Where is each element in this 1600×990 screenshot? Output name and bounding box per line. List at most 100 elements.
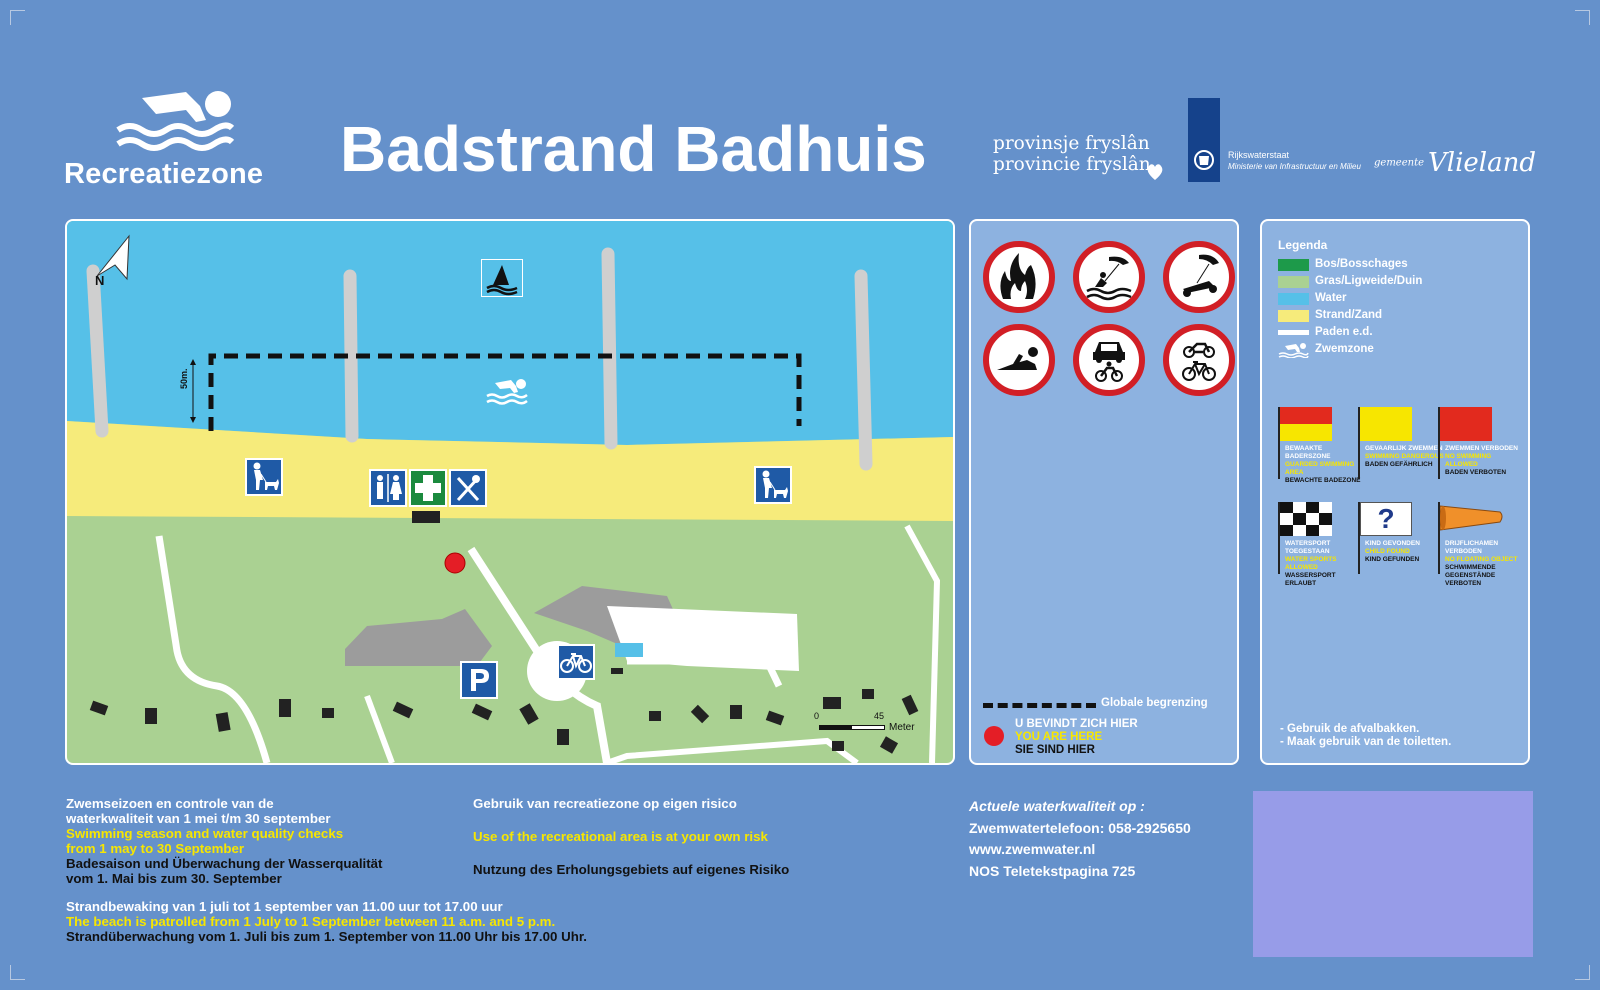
you-are-here-icon [984,726,1004,746]
flag-no-swimming-text: ZWEMMEN VERBODEN NO SWIMMING ALLOWED BAD… [1445,445,1518,476]
no-kite-buggy-sign [1163,241,1235,313]
rws-ministry: Ministerie van Infrastructuur en Milieu [1228,162,1361,171]
water-quality-info: Actuele waterkwaliteit op : Zwemwatertel… [969,796,1191,882]
dog-walking-icon [245,458,283,496]
rijkswaterstaat-text: Rijkswaterstaat Ministerie van Infrastru… [1228,150,1361,172]
gemeente-prefix: gemeente [1374,157,1425,169]
zwemzone-icon [1278,343,1309,358]
risk-en: Use of the recreational area is at your … [473,829,768,844]
road [155,535,271,763]
crop-mark [1575,10,1590,25]
no-cycling-mopeds-sign [1163,324,1235,396]
kite-buggy-icon [1183,254,1219,297]
zone-label: Recreatiezone [64,158,264,190]
dog-walking-icon [754,466,792,504]
windsock-icon [1440,505,1503,531]
quality-website-link[interactable]: www.zwemwater.nl [969,841,1096,857]
patrol-info: Strandbewaking van 1 juli tot 1 septembe… [66,899,587,944]
kitesurf-icon [1086,256,1132,301]
windsurf-icon [481,259,523,297]
heart-icon [1147,164,1163,180]
legend-label: Gras/Ligweide/Duin [1315,275,1423,287]
legend-title: Legenda [1278,238,1328,252]
legend-label: Paden e.d. [1315,326,1373,338]
legend-panel: Legenda Bos/Bosschages Gras/Ligweide/Dui… [1260,219,1530,765]
boundary-line-legend [983,703,1096,708]
legend-swatch [1278,293,1309,305]
map-drawing [67,221,953,763]
note-waste-bins: - Gebruik de afvalbakken. [1280,723,1420,735]
moped-bicycle-icon [1182,342,1216,381]
prohibition-signs-panel: Globale begrenzing U BEVINDT ZICH HIER Y… [969,219,1239,765]
building-white [607,606,799,671]
sand-area [67,421,953,521]
season-de-2: vom 1. Mai bis zum 30. September [66,871,282,886]
legend-swatch [1278,259,1309,271]
parking-icon [460,661,498,699]
flag-no-floating-text: DRIJFLICHAMEN VERBODEN NO FLOATING OBJEC… [1445,540,1518,587]
quality-phone: Zwemwatertelefoon: 058-2925650 [969,819,1191,836]
red-yellow-flag-icon [1280,407,1332,441]
you-are-here-marker [444,552,466,574]
rws-name: Rijkswaterstaat [1228,150,1290,160]
province-line-2: provincie fryslân [993,154,1151,175]
season-nl-1: Zwemseizoen en controle van de [66,796,274,811]
scale-start: 0 [814,711,820,721]
legend-label: Water [1315,292,1347,304]
groyne [343,269,359,443]
crop-mark [10,965,25,980]
groyne [601,247,618,450]
car-motorcycle-icon [1093,342,1125,382]
risk-info: Gebruik van recreatiezone op eigen risic… [473,796,789,877]
legend-swatch [1278,276,1309,288]
no-fire-sign [983,241,1055,313]
restaurant-icon [449,469,487,507]
rijkswaterstaat-logo [1188,98,1220,182]
legend-label: Zwemzone [1315,343,1374,355]
boundary-label: Globale begrenzing [1101,697,1208,709]
patrol-de: Strandüberwachung vom 1. Juli bis zum 1.… [66,929,587,944]
gemeente-name: Vlieland [1428,148,1537,178]
patrol-nl: Strandbewaking van 1 juli tot 1 septembe… [66,899,503,914]
pool [615,643,643,657]
flag-child-found-text: KIND GEVONDEN CHILD FOUND KIND GEFUNDEN [1365,540,1420,563]
first-aid-icon [409,469,447,507]
season-nl-2: waterkwaliteit van 1 mei t/m 30 septembe… [66,811,331,826]
quality-teletext: NOS Teletekstpagina 725 [969,862,1136,879]
legend-label: Bos/Bosschages [1315,258,1408,270]
crop-mark [1575,965,1590,980]
season-info: Zwemseizoen en controle van de waterkwal… [66,796,382,886]
legend-label: Strand/Zand [1315,309,1383,321]
flag-watersport-text: WATERSPORT TOEGESTAAN WATER SPORTS ALLOW… [1285,540,1337,587]
coat-of-arms-icon [1194,150,1214,170]
no-sunbathing-sign [983,324,1055,396]
road [364,694,395,763]
season-de-1: Badesaison und Überwachung der Wasserqua… [66,856,383,871]
scale-unit: Meter [889,722,915,733]
province-line-1: provinsje fryslân [993,133,1150,154]
you-are-here-text: U BEVINDT ZICH HIER YOU ARE HERE SIE SIN… [1015,718,1138,757]
toilet-icon [369,469,407,507]
bicycle-parking-icon [557,644,595,680]
patrol-en: The beach is patrolled from 1 July to 1 … [66,914,556,929]
season-en-1: Swimming season and water quality checks [66,826,344,841]
risk-nl: Gebruik van recreatiezone op eigen risic… [473,796,737,811]
scale-end: 45 [874,711,885,721]
sunbather-icon [997,347,1038,370]
water-area [67,221,953,445]
question-flag-icon: ? [1360,502,1412,536]
road [904,524,941,763]
north-arrow-icon [96,234,130,281]
quality-title: Actuele waterkwaliteit op : [969,798,1145,814]
flag-guarded-text: BEWAAKTE BADERSZONE GUARDED SWIMMING ARE… [1285,445,1361,484]
fire-icon [1000,253,1036,299]
page-title: Badstrand Badhuis [340,113,927,185]
swimmer-icon [116,91,235,151]
note-toilets: - Maak gebruik van de toiletten. [1280,736,1452,748]
province-logo: provinsje fryslân provincie fryslân [993,133,1151,175]
beach-map: N 50m. 0 45 Meter [65,219,955,765]
legend-swatch [1278,310,1309,322]
checkered-flag-icon [1280,502,1332,536]
groyne [854,269,873,471]
